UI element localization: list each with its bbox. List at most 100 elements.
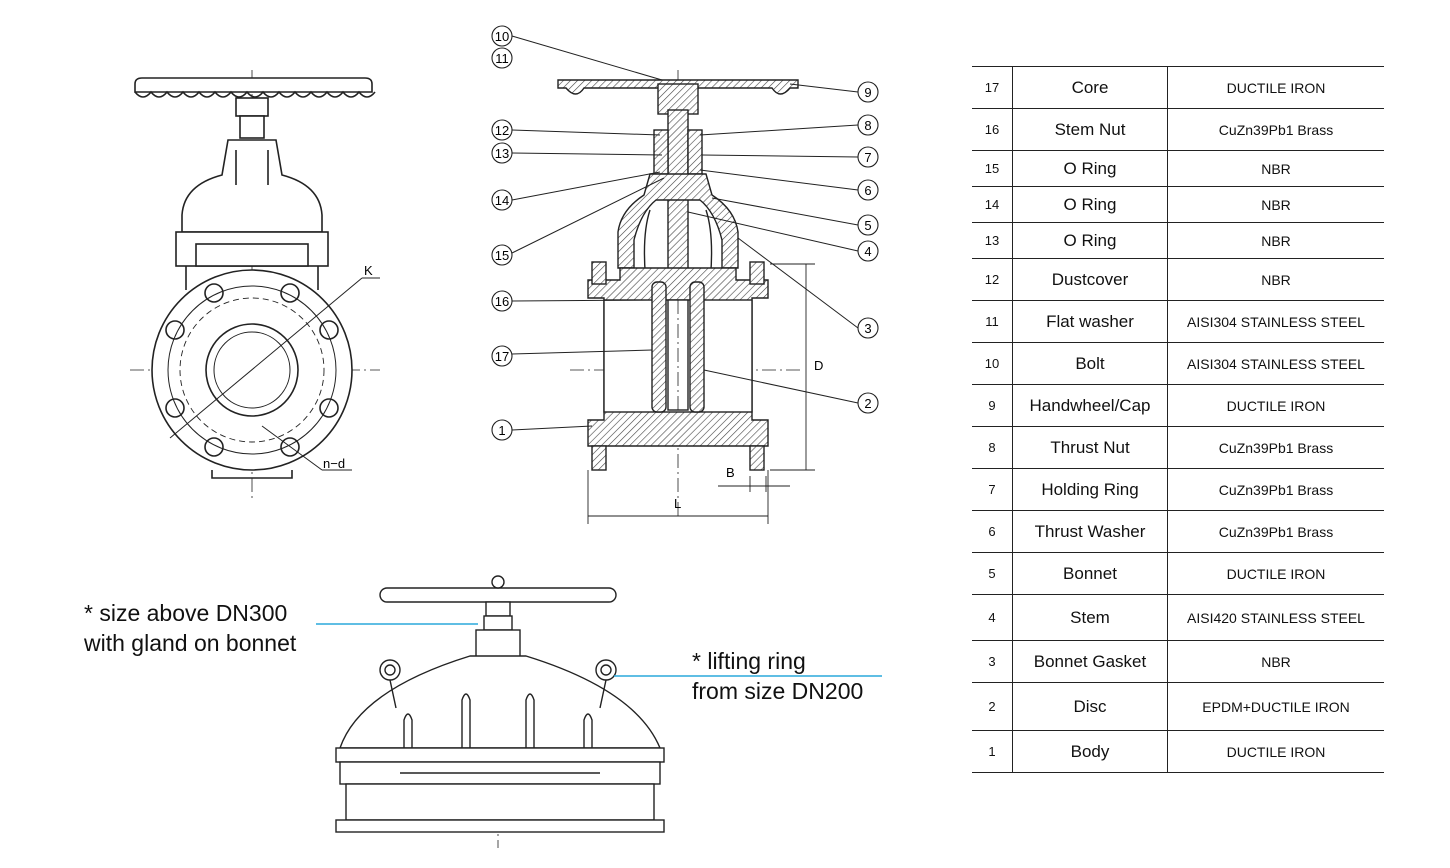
dim-d-label: D — [814, 358, 823, 373]
part-name-cell: Thrust Washer — [1012, 510, 1168, 553]
part-number-cell: 7 — [972, 468, 1013, 511]
material-cell: CuZn39Pb1 Brass — [1167, 510, 1384, 553]
part-number-cell: 10 — [972, 342, 1013, 385]
material-cell: DUCTILE IRON — [1167, 66, 1384, 109]
callout-1: 1 — [491, 419, 513, 441]
callout-11: 11 — [491, 47, 513, 69]
material-cell: CuZn39Pb1 Brass — [1167, 108, 1384, 151]
svg-text:3: 3 — [864, 321, 871, 336]
material-cell: AISI420 STAINLESS STEEL — [1167, 594, 1384, 641]
part-name-cell: Bonnet — [1012, 552, 1168, 595]
svg-text:15: 15 — [495, 248, 509, 263]
part-number-cell: 8 — [972, 426, 1013, 469]
material-cell: EPDM+DUCTILE IRON — [1167, 682, 1384, 731]
callout-9: 9 — [857, 81, 879, 103]
callout-leaders — [511, 35, 859, 431]
part-name-cell: Disc — [1012, 682, 1168, 731]
svg-text:9: 9 — [864, 85, 871, 100]
callout-17: 17 — [491, 345, 513, 367]
part-name-cell: Core — [1012, 66, 1168, 109]
part-number-cell: 3 — [972, 640, 1013, 683]
material-cell: DUCTILE IRON — [1167, 384, 1384, 427]
material-cell: AISI304 STAINLESS STEEL — [1167, 300, 1384, 343]
part-name-cell: Thrust Nut — [1012, 426, 1168, 469]
part-name-cell: Holding Ring — [1012, 468, 1168, 511]
part-number-cell: 14 — [972, 186, 1013, 223]
svg-text:12: 12 — [495, 123, 509, 138]
part-number-cell: 2 — [972, 682, 1013, 731]
callout-2: 2 — [857, 392, 879, 414]
svg-text:7: 7 — [864, 150, 871, 165]
part-name-cell: O Ring — [1012, 150, 1168, 187]
part-number-cell: 11 — [972, 300, 1013, 343]
part-name-cell: Stem Nut — [1012, 108, 1168, 151]
lifting-note: * lifting ring from size DN200 — [692, 646, 863, 706]
front-view — [130, 70, 380, 500]
callout-12: 12 — [491, 119, 513, 141]
part-name-cell: Stem — [1012, 594, 1168, 641]
svg-text:11: 11 — [495, 51, 509, 66]
material-cell: CuZn39Pb1 Brass — [1167, 426, 1384, 469]
material-cell: NBR — [1167, 150, 1384, 187]
svg-text:2: 2 — [864, 396, 871, 411]
material-cell: DUCTILE IRON — [1167, 552, 1384, 595]
part-name-cell: Bolt — [1012, 342, 1168, 385]
section-view — [557, 70, 815, 524]
part-name-cell: Body — [1012, 730, 1168, 773]
callout-10: 10 — [491, 25, 513, 47]
part-number-cell: 12 — [972, 258, 1013, 301]
callout-16: 16 — [491, 290, 513, 312]
part-number-cell: 5 — [972, 552, 1013, 595]
part-name-cell: Bonnet Gasket — [1012, 640, 1168, 683]
large-valve-view — [335, 575, 665, 848]
material-cell: AISI304 STAINLESS STEEL — [1167, 342, 1384, 385]
callout-balloons: 10 11 12 13 14 15 16 17 1 9 8 7 6 5 4 3 … — [491, 25, 879, 441]
callout-4: 4 — [857, 240, 879, 262]
dim-l-label: L — [674, 496, 681, 511]
dim-nd-label: n−d — [323, 456, 345, 471]
svg-text:1: 1 — [498, 423, 505, 438]
callout-15: 15 — [491, 244, 513, 266]
callout-7: 7 — [857, 146, 879, 168]
part-name-cell: Flat washer — [1012, 300, 1168, 343]
part-name-cell: Handwheel/Cap — [1012, 384, 1168, 427]
gland-note: * size above DN300 with gland on bonnet — [84, 598, 296, 658]
part-number-cell: 15 — [972, 150, 1013, 187]
part-name-cell: O Ring — [1012, 186, 1168, 223]
material-cell: NBR — [1167, 186, 1384, 223]
material-cell: NBR — [1167, 640, 1384, 683]
gland-note-line2: with gland on bonnet — [84, 630, 297, 656]
material-cell: NBR — [1167, 222, 1384, 259]
part-number-cell: 6 — [972, 510, 1013, 553]
svg-text:14: 14 — [495, 193, 509, 208]
callout-8: 8 — [857, 114, 879, 136]
part-number-cell: 13 — [972, 222, 1013, 259]
svg-text:5: 5 — [864, 218, 871, 233]
dim-b-label: B — [726, 465, 735, 480]
callout-13: 13 — [491, 142, 513, 164]
part-name-cell: O Ring — [1012, 222, 1168, 259]
gland-note-line1: * size above DN300 — [84, 600, 288, 626]
material-cell: CuZn39Pb1 Brass — [1167, 468, 1384, 511]
svg-text:13: 13 — [495, 146, 509, 161]
part-number-cell: 16 — [972, 108, 1013, 151]
svg-text:17: 17 — [495, 349, 509, 364]
callout-14: 14 — [491, 189, 513, 211]
svg-text:8: 8 — [864, 118, 871, 133]
svg-text:4: 4 — [864, 244, 871, 259]
material-cell: DUCTILE IRON — [1167, 730, 1384, 773]
